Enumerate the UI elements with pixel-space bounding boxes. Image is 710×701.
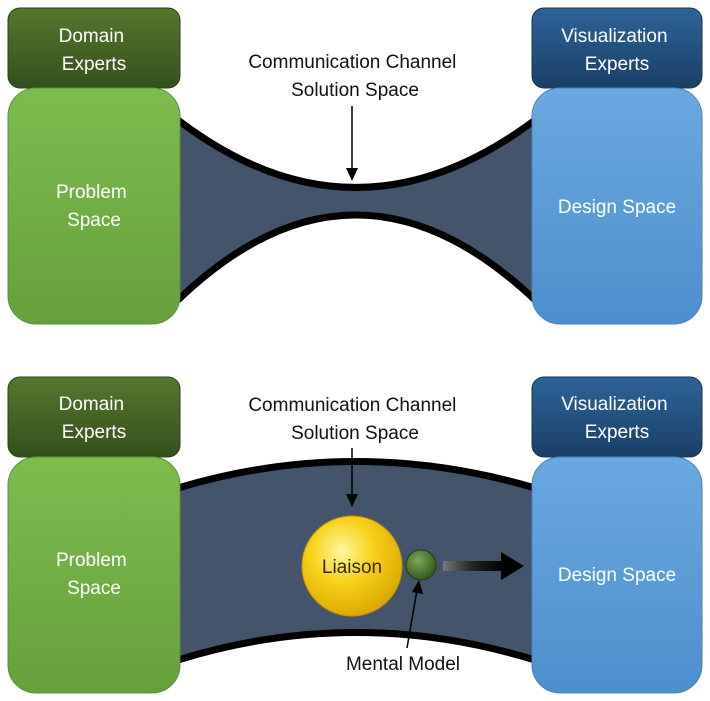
visualization-experts-box <box>531 376 703 458</box>
mental-model-sphere <box>405 549 437 581</box>
liaison-label: Liaison <box>322 557 382 578</box>
design-space-label: Design Space <box>558 197 676 218</box>
domain-experts-line-2: Experts <box>62 54 126 75</box>
channel-top-edge <box>175 117 538 191</box>
problem-space-line-1: Problem <box>56 182 127 203</box>
visualization-experts-box <box>531 7 703 89</box>
svg-text:Problem Space: Problem Space <box>56 550 132 599</box>
channel-label-line-1: Communication Channel <box>248 52 456 73</box>
channel-top-edge <box>176 458 536 492</box>
liaison-sphere <box>301 515 403 617</box>
communication-channel <box>178 120 535 300</box>
domain-experts-box <box>7 7 181 89</box>
problem-space-box <box>7 87 181 325</box>
problem-space-line-2: Space <box>67 578 121 599</box>
channel-label-line-2: Solution Space <box>291 80 419 101</box>
svg-text:Design Space: Design Space <box>558 197 676 218</box>
problem-space-line-2: Space <box>67 210 121 231</box>
channel-pointer-arrow <box>346 448 358 507</box>
svg-text:Domain Experts: Domain Experts <box>59 394 130 443</box>
channel-bottom-edge <box>175 211 538 303</box>
svg-text:Design Space: Design Space <box>558 565 676 586</box>
channel-pointer-arrow <box>346 106 358 181</box>
panel-top: Domain Experts Problem Space Visualizati… <box>7 7 703 325</box>
mental-model-label: Mental Model <box>346 654 460 675</box>
forward-arrow-icon <box>443 552 524 580</box>
problem-space-box <box>7 456 181 694</box>
mental-model-pointer-arrow <box>406 580 423 649</box>
svg-text:Communication Channel So: Communication Channel Solution Space <box>248 395 461 444</box>
svg-text:Problem Space: Problem Space <box>56 182 132 231</box>
svg-text:Visualization Experts: Visualization Experts <box>561 394 673 443</box>
svg-text:Domain Experts: Domain Experts <box>59 26 130 75</box>
channel-bottom-edge <box>176 629 537 664</box>
panel-bottom: Domain Experts Problem Space Visualizati… <box>7 376 703 694</box>
domain-experts-box <box>7 376 181 458</box>
channel-label-line-1: Communication Channel <box>248 395 456 416</box>
design-space-label: Design Space <box>558 565 676 586</box>
problem-space-line-1: Problem <box>56 550 127 571</box>
domain-experts-line-2: Experts <box>62 422 126 443</box>
domain-experts-line-1: Domain <box>59 394 124 415</box>
svg-text:Visualization Experts: Visualization Experts <box>561 26 673 75</box>
domain-experts-line-1: Domain <box>59 26 124 47</box>
design-space-box <box>531 87 703 325</box>
visualization-experts-line-2: Experts <box>585 422 649 443</box>
visualization-experts-line-1: Visualization <box>561 394 667 415</box>
svg-text:Communication Channel So: Communication Channel Solution Space <box>248 52 461 101</box>
design-space-box <box>531 456 703 694</box>
visualization-experts-line-1: Visualization <box>561 26 667 47</box>
visualization-experts-line-2: Experts <box>585 54 649 75</box>
channel-label-line-2: Solution Space <box>291 423 419 444</box>
